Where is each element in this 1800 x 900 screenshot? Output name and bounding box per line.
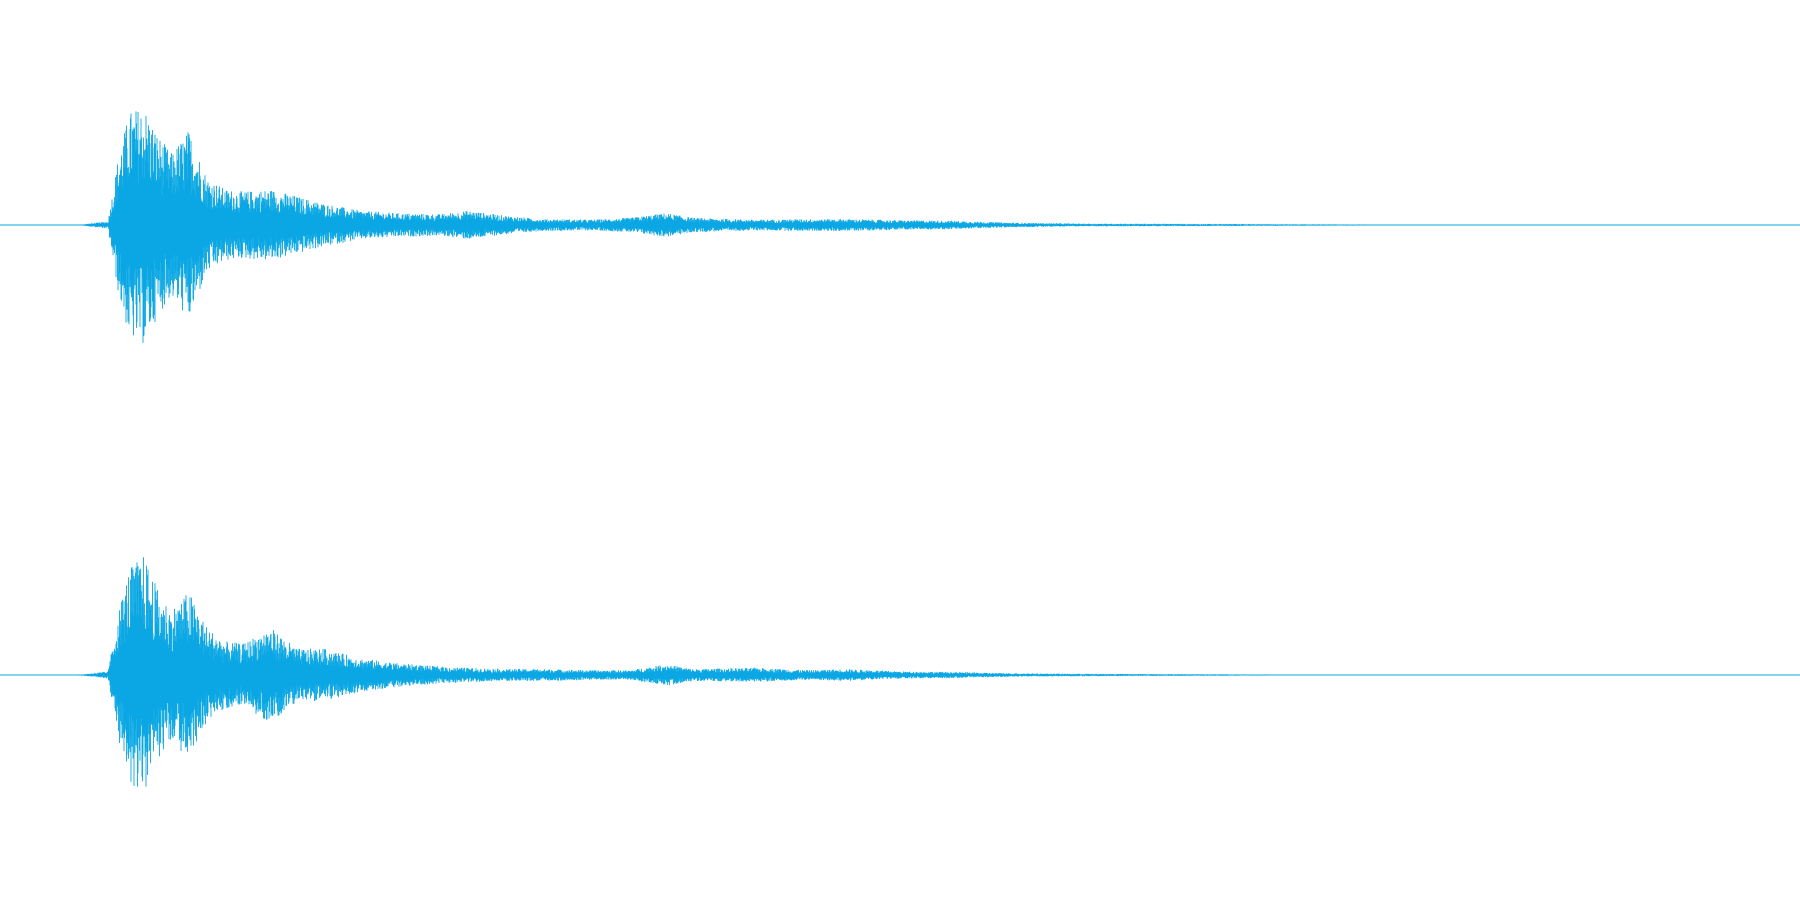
waveform-channel-top: [0, 111, 1800, 343]
waveform-channel-bottom: [0, 557, 1800, 787]
waveform-samples-bottom: [16, 557, 1620, 787]
waveform-samples-top: [16, 111, 1665, 343]
waveform-trace-top: [16, 111, 1665, 343]
waveform-trace-bottom: [16, 557, 1620, 787]
